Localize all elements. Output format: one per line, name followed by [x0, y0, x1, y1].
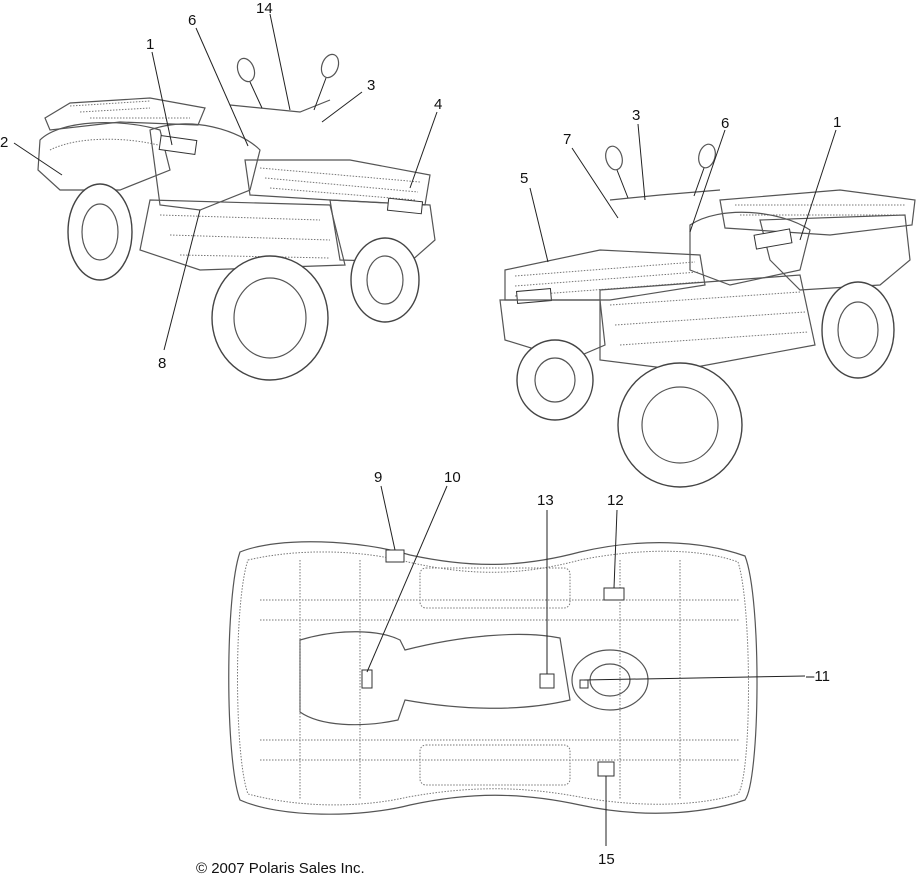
callout-12: 12 [607, 492, 624, 509]
callout-9: 9 [374, 469, 382, 486]
callout-3-right: 3 [632, 107, 640, 124]
callout-15: 15 [598, 851, 615, 868]
callout-1-right: 1 [833, 114, 841, 131]
callout-6-right: 6 [721, 115, 729, 132]
callout-13: 13 [537, 492, 554, 509]
callout-2: 2 [0, 134, 8, 151]
callout-6-left: 6 [188, 12, 196, 29]
callout-5: 5 [520, 170, 528, 187]
callout-11: –11 [806, 668, 830, 685]
atv-right-view [499, 143, 916, 488]
left-view-leaders [13, 13, 438, 351]
callout-1-left: 1 [146, 36, 154, 53]
copyright-notice: © 2007 Polaris Sales Inc. [196, 860, 365, 877]
underside-leaders [366, 485, 806, 846]
callout-7: 7 [563, 131, 571, 148]
right-view-leaders [529, 123, 837, 263]
callout-10: 10 [444, 469, 461, 486]
callout-14: 14 [256, 0, 273, 17]
callout-labels: 14 6 1 3 4 2 8 3 6 7 1 5 9 10 13 12 –11 … [0, 0, 841, 868]
callout-3-left: 3 [367, 77, 375, 94]
callout-4: 4 [434, 96, 442, 113]
atv-left-view [37, 53, 436, 381]
callout-8: 8 [158, 355, 166, 372]
atv-underside-view [228, 541, 758, 815]
